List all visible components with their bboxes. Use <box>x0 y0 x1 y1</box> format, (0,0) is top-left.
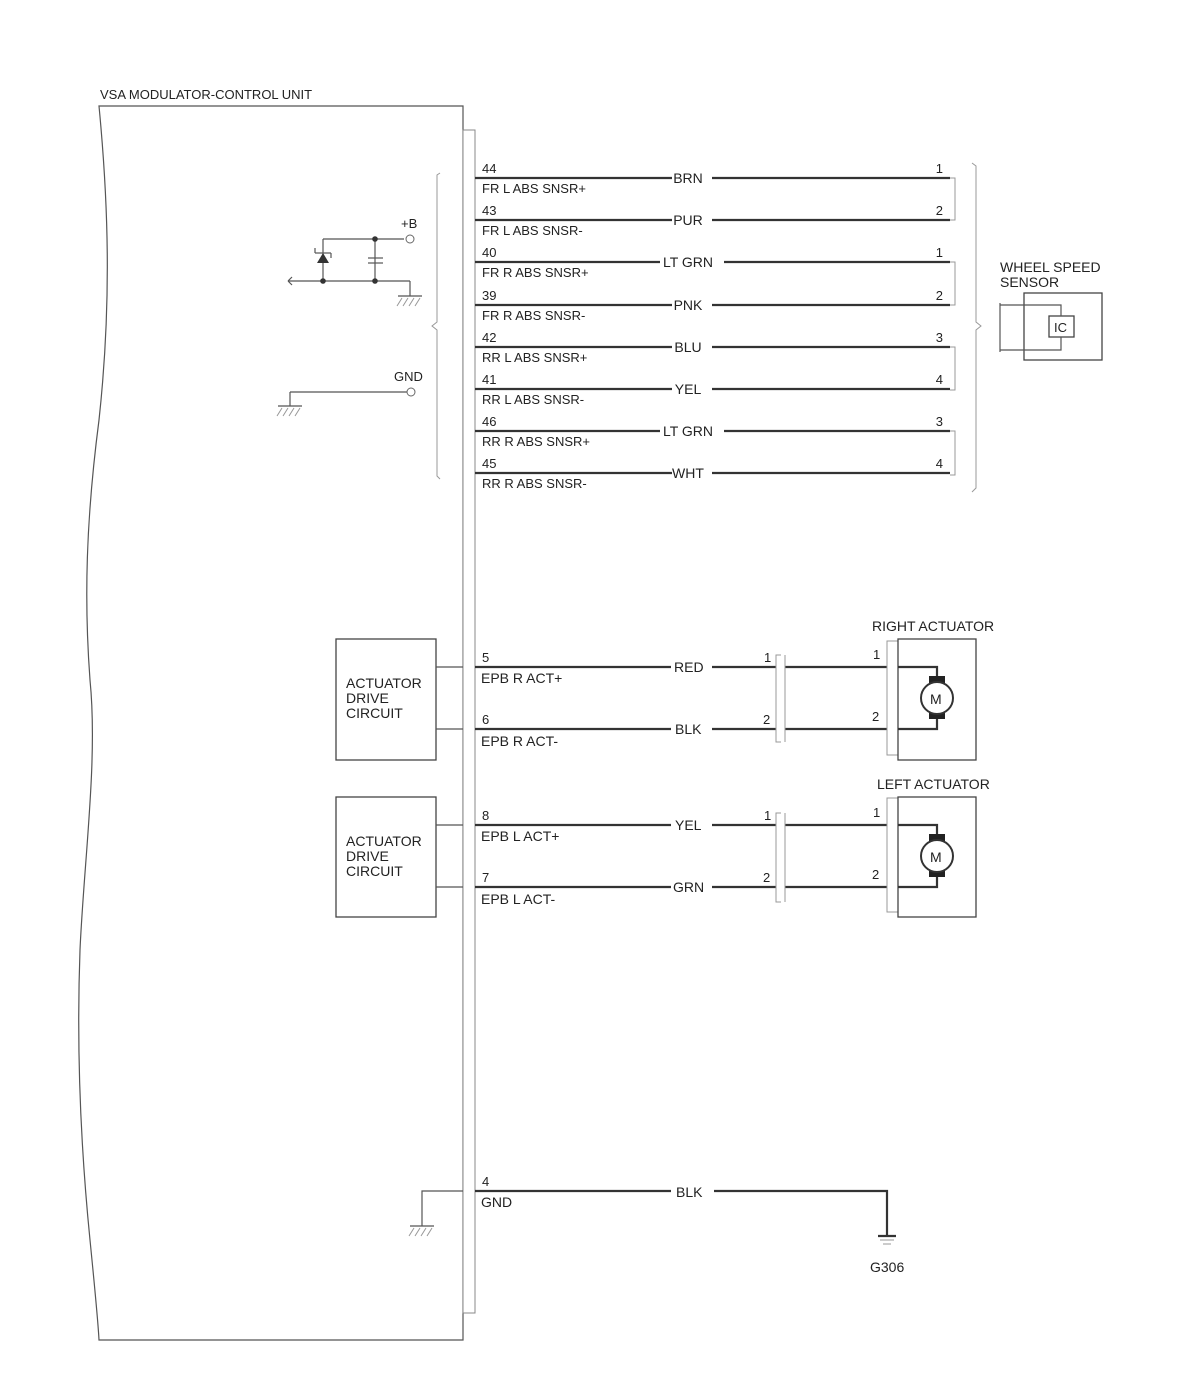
left-wire-1-conn-pin: 1 <box>764 808 771 823</box>
protection-circuit <box>287 234 422 307</box>
unit-title: VSA MODULATOR-CONTROL UNIT <box>100 87 312 102</box>
right-actuator-wires <box>475 640 899 756</box>
left-wire-2-color: GRN <box>673 879 704 895</box>
sensor-wire-signal: FR R ABS SNSR- <box>482 308 585 323</box>
left-wire-2-act-pin: 2 <box>872 867 879 882</box>
sensor-wire-color: BRN <box>673 170 703 186</box>
ground-wire-signal: GND <box>481 1194 512 1210</box>
left-wire-1-signal: EPB L ACT+ <box>481 828 559 844</box>
sensor-wire-pin: 40 <box>482 245 496 260</box>
unit-connector-strip <box>462 129 476 1314</box>
sensor-wire-color: BLU <box>674 339 701 355</box>
sensor-wire-color: YEL <box>675 381 702 397</box>
left-drive-circuit <box>335 796 463 918</box>
chassis-ground-icon <box>276 407 301 417</box>
wheel-speed-sensor-label-2: SENSOR <box>1000 274 1059 290</box>
left-wire-1-pin: 8 <box>482 808 489 823</box>
sensor-group-bracket-left <box>431 172 441 480</box>
wheel-speed-sensor-label-1: WHEEL SPEED <box>1000 259 1101 275</box>
right-actuator-label: RIGHT ACTUATOR <box>872 618 994 634</box>
chassis-ground-icon <box>396 297 421 307</box>
sensor-wire-signal: RR L ABS SNSR+ <box>482 350 587 365</box>
sensor-wire-signal: RR L ABS SNSR- <box>482 392 584 407</box>
motor-icon <box>920 681 954 715</box>
left-drive-circuit-label-1: ACTUATOR <box>346 833 422 849</box>
sensor-wire-pin: 41 <box>482 372 496 387</box>
left-wire-1-color: YEL <box>675 817 702 833</box>
left-motor-label: M <box>930 849 942 865</box>
left-wire-2-conn-pin: 2 <box>763 870 770 885</box>
right-actuator <box>897 638 977 761</box>
right-wire-2-conn-pin: 2 <box>763 712 770 727</box>
right-motor-label: M <box>930 691 942 707</box>
sensor-wire-terminal: 1 <box>936 245 943 260</box>
left-actuator-label: LEFT ACTUATOR <box>877 776 990 792</box>
right-drive-circuit-label-3: CIRCUIT <box>346 705 403 721</box>
zener-diode-icon <box>317 253 329 263</box>
left-wire-2-signal: EPB L ACT- <box>481 891 556 907</box>
right-wire-2-act-pin: 2 <box>872 709 879 724</box>
left-actuator-wires <box>475 797 899 913</box>
ic-label: IC <box>1054 320 1067 335</box>
motor-icon <box>920 839 954 873</box>
sensor-group-bracket-right <box>971 162 982 493</box>
sensor-wire-terminal: 3 <box>936 330 943 345</box>
sensor-wire-signal: FR R ABS SNSR+ <box>482 265 589 280</box>
sensor-wire-terminal: 1 <box>936 161 943 176</box>
ground-wire-color: BLK <box>676 1184 703 1200</box>
right-drive-circuit <box>335 638 463 761</box>
left-wire-2-pin: 7 <box>482 870 489 885</box>
unit-outline <box>78 105 464 1341</box>
left-drive-circuit-label-3: CIRCUIT <box>346 863 403 879</box>
ground-wire <box>408 1189 896 1245</box>
sensor-wire-signal: FR L ABS SNSR+ <box>482 181 586 196</box>
chassis-ground-icon <box>408 1227 433 1237</box>
right-wire-1-signal: EPB R ACT+ <box>481 670 562 686</box>
sensor-wire-color: LT GRN <box>663 423 713 439</box>
sensor-wire-terminal: 2 <box>936 288 943 303</box>
left-drive-circuit-label-2: DRIVE <box>346 848 389 864</box>
sensor-wire-pin: 43 <box>482 203 496 218</box>
sensor-wire-terminal: 2 <box>936 203 943 218</box>
sensor-wire-pin: 44 <box>482 161 496 176</box>
gnd-label: GND <box>394 369 423 384</box>
sensor-wire-pin: 39 <box>482 288 496 303</box>
right-wire-2-signal: EPB R ACT- <box>481 733 558 749</box>
sensor-wire-signal: FR L ABS SNSR- <box>482 223 583 238</box>
right-wire-1-conn-pin: 1 <box>764 650 771 665</box>
sensor-wire-terminal: 4 <box>936 372 943 387</box>
sensor-wire-color: PUR <box>673 212 703 228</box>
ground-wire-pin: 4 <box>482 1174 489 1189</box>
ground-point-label: G306 <box>870 1259 904 1275</box>
right-drive-circuit-label-1: ACTUATOR <box>346 675 422 691</box>
right-wire-1-pin: 5 <box>482 650 489 665</box>
right-wire-2-color: BLK <box>675 721 702 737</box>
left-actuator <box>897 796 977 918</box>
sensor-wire-color: LT GRN <box>663 254 713 270</box>
sensor-wire-terminal: 3 <box>936 414 943 429</box>
sensor-wire-pin: 45 <box>482 456 496 471</box>
right-drive-circuit-label-2: DRIVE <box>346 690 389 706</box>
plus-b-label: +B <box>401 216 417 231</box>
wheel-speed-sensor <box>999 292 1103 361</box>
sensor-connector-brackets <box>950 177 956 476</box>
sensor-wire-signal: RR R ABS SNSR+ <box>482 434 590 449</box>
sensor-wire-signal: RR R ABS SNSR- <box>482 476 587 491</box>
right-wire-1-color: RED <box>674 659 704 675</box>
sensor-wire-pin: 42 <box>482 330 496 345</box>
sensor-wire-color: PNK <box>674 297 703 313</box>
sensor-wire-terminal: 4 <box>936 456 943 471</box>
right-wire-2-pin: 6 <box>482 712 489 727</box>
sensor-wire-pin: 46 <box>482 414 496 429</box>
left-wire-1-act-pin: 1 <box>873 805 880 820</box>
sensor-wire-color: WHT <box>672 465 704 481</box>
internal-gnd-circuit <box>276 387 416 417</box>
right-wire-1-act-pin: 1 <box>873 647 880 662</box>
